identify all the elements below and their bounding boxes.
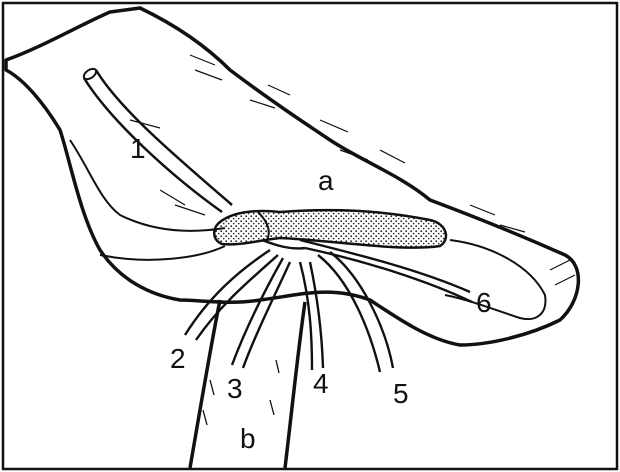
label-a: a	[318, 165, 334, 196]
label-6: 6	[476, 287, 492, 318]
trunk-b-left	[190, 300, 220, 468]
label-5: 5	[393, 378, 409, 409]
label-4: 4	[313, 368, 329, 399]
trunk-b-right	[285, 302, 305, 468]
label-1: 1	[130, 133, 146, 164]
stippled-structure-a	[214, 210, 446, 248]
label-b: b	[240, 423, 256, 454]
label-2: 2	[170, 343, 186, 374]
label-3: 3	[227, 373, 243, 404]
